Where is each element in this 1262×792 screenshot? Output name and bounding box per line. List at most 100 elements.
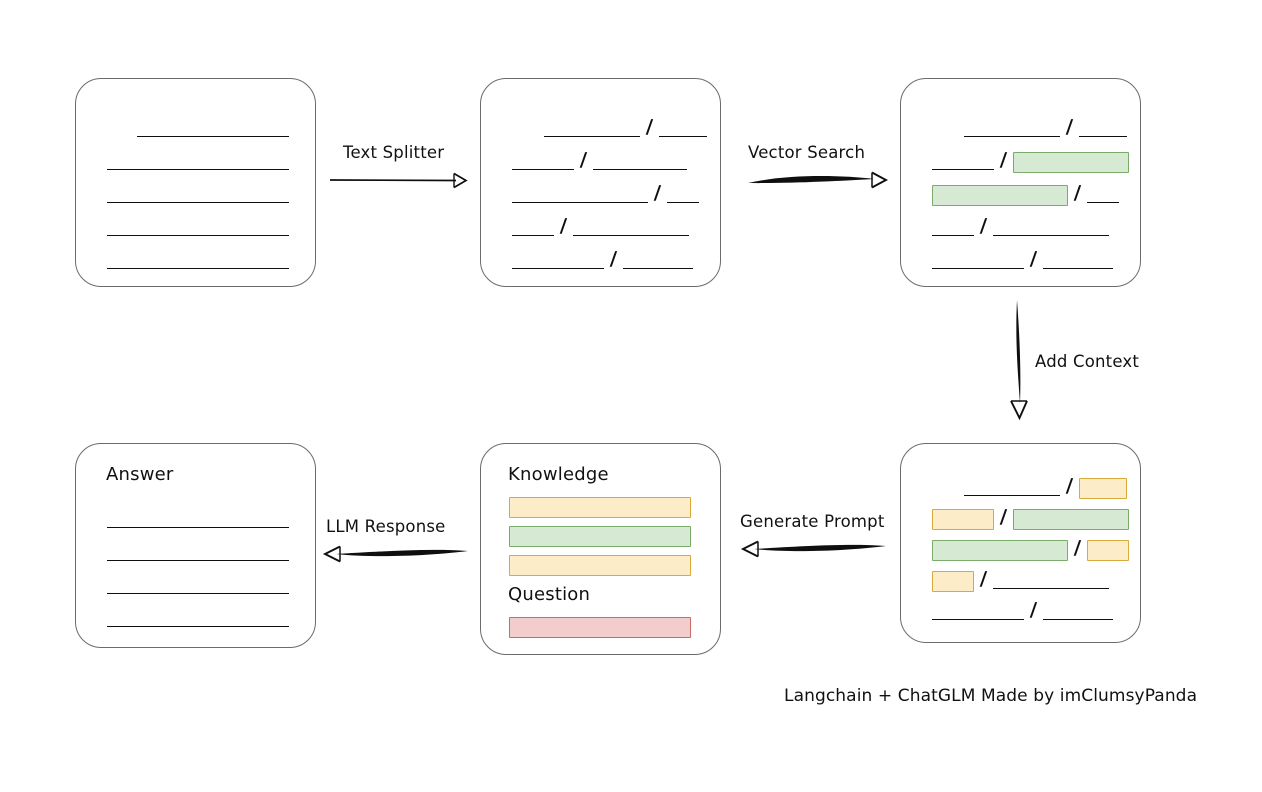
slash-separator: / [979,215,988,237]
text-line-segment [137,136,289,137]
source-document-rows [76,79,315,286]
slash-separator: / [579,149,588,171]
text-line-segment [964,495,1060,496]
document-line: / [932,248,1113,271]
slash-separator: / [999,506,1008,528]
text-line-segment [572,235,689,236]
text-line-segment [1078,136,1127,137]
document-line [107,152,289,172]
text-line-segment [512,202,648,203]
highlight-chunk-green [509,525,691,547]
document-line: / [512,149,687,172]
document-line: / [512,182,699,205]
answer-rows [76,444,315,647]
text-line-segment [107,202,289,203]
text-line-segment [666,202,699,203]
text-line-segment [622,268,693,269]
document-line [107,576,289,596]
slash-separator: / [999,149,1008,171]
card-prompt: Knowledge Question [480,443,721,655]
slash-separator: / [1029,599,1038,621]
highlight-chunk-yellow [932,570,974,592]
slash-separator: / [1073,182,1082,204]
text-line-segment [992,235,1109,236]
text-line-segment [107,268,289,269]
prompt-chunk-row [509,554,691,576]
arrow-generate-prompt: Generate Prompt [740,512,890,562]
document-line: / [932,537,1129,561]
text-line-segment [512,169,574,170]
document-line: / [512,116,707,139]
text-line-segment [107,235,289,236]
text-line-segment [107,593,289,594]
arrow-llm-response: LLM Response [322,517,472,567]
answer-heading: Answer [106,464,174,485]
prompt-knowledge-heading: Knowledge [508,464,609,485]
split-document-rows: / / / / / [481,79,720,286]
highlight-chunk-red [509,616,691,638]
text-line-segment [932,619,1024,620]
text-line-segment [658,136,707,137]
slash-separator: / [1073,537,1082,559]
slash-separator: / [645,116,654,138]
highlight-chunk-green [932,539,1068,561]
prompt-knowledge-chunks [481,444,720,654]
slash-separator: / [1065,475,1074,497]
document-line [107,609,289,629]
prompt-question-chunks [481,444,720,654]
arrow-vector-search-glyph [748,171,889,189]
slash-separator: / [653,182,662,204]
prompt-chunk-row [509,525,691,547]
text-line-segment [107,626,289,627]
document-line [107,185,289,205]
context-document-rows: / / / / / [901,444,1140,642]
slash-separator: / [559,215,568,237]
text-line-segment [992,588,1109,589]
document-line [107,119,289,139]
prompt-chunk-row [509,496,691,518]
footer-credit: Langchain + ChatGLM Made by imClumsyPand… [784,686,1198,706]
card-split-document: / / / / / [480,78,721,287]
card-answer: Answer [75,443,316,648]
text-line-segment [932,268,1024,269]
document-line: / [932,568,1109,592]
highlight-chunk-yellow [1078,477,1127,499]
document-line: / [932,599,1113,622]
prompt-chunk-row [509,616,691,638]
text-line-segment [512,268,604,269]
prompt-question-heading: Question [508,584,591,605]
document-line: / [932,182,1119,206]
arrow-add-context-label: Add Context [1035,352,1140,371]
card-context-document: / / / / / [900,443,1141,643]
document-line: / [932,506,1129,530]
arrow-vector-search: Vector Search [748,143,889,193]
arrow-generate-prompt-label: Generate Prompt [740,512,885,531]
highlight-chunk-yellow [932,508,994,530]
document-line: / [512,248,693,271]
arrow-text-splitter-label: Text Splitter [343,143,445,162]
document-line [107,543,289,563]
highlight-chunk-green [1012,151,1129,173]
slash-separator: / [1065,116,1074,138]
text-line-segment [932,169,994,170]
text-line-segment [107,527,289,528]
card-matched-document: / / / / / [900,78,1141,287]
document-line [107,251,289,271]
highlight-chunk-yellow [509,554,691,576]
document-line: / [932,116,1127,139]
arrow-vector-search-label: Vector Search [748,143,866,162]
matched-document-rows: / / / / / [901,79,1140,286]
text-line-segment [1086,202,1119,203]
document-line: / [932,215,1109,238]
card-source-document [75,78,316,287]
slash-separator: / [1029,248,1038,270]
text-line-segment [512,235,554,236]
text-line-segment [107,169,289,170]
arrow-text-splitter: Text Splitter [329,143,470,193]
arrow-llm-response-glyph [322,545,468,563]
document-line: / [512,215,689,238]
arrow-llm-response-label: LLM Response [326,517,446,536]
highlight-chunk-green [932,184,1068,206]
document-line [107,510,289,530]
text-line-segment [107,560,289,561]
